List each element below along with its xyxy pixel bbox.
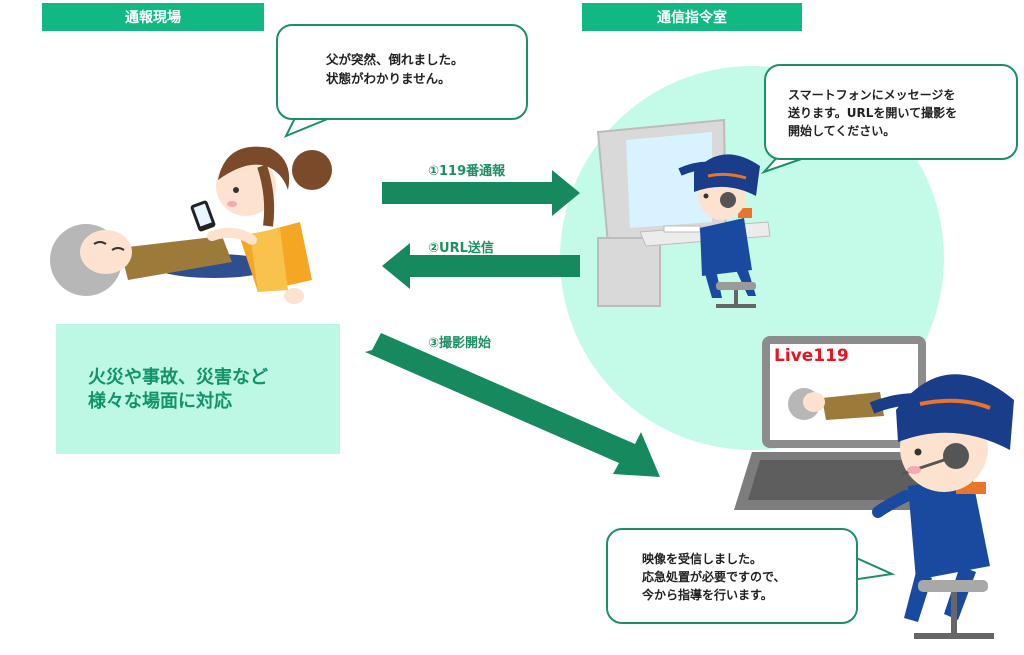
laptop-brand-label: Live119 [774, 346, 849, 366]
lying-father-figure [50, 224, 274, 296]
header-dispatch-label: 通信指令室 [657, 10, 727, 26]
arrow-label-recording: ③撮影開始 [428, 336, 492, 351]
arrow-url-send [382, 243, 580, 289]
operator-message: 映像を受信しました。 応急処置が必要ですので、 今から指導を行います。 [642, 552, 786, 602]
headset-icon [720, 192, 736, 208]
dispatcher-message: スマートフォンにメッセージを 送ります。URLを開いて撮影を 開始してください。 [788, 88, 958, 138]
speech-bubble-operator: 映像を受信しました。 応急処置が必要ですので、 今から指導を行います。 [606, 528, 858, 624]
operator-figure [869, 374, 1014, 639]
laptop-screen-patient [788, 388, 884, 420]
bubble-tail-operator [851, 554, 896, 582]
hair-bun [292, 150, 332, 190]
dispatcher-figure [678, 154, 760, 308]
header-scene: 通報現場 [42, 3, 264, 31]
arrow-start-recording [365, 333, 660, 477]
calling-woman-figure [190, 146, 332, 304]
caller-message: 父が突然、倒れました。 状態がわかりません。 [326, 52, 464, 86]
arrow-label-call: ①119番通報 [428, 164, 506, 179]
speech-bubble-dispatcher: スマートフォンにメッセージを 送ります。URLを開いて撮影を 開始してください。 [764, 64, 1018, 160]
arrow-label-url: ②URL送信 [428, 241, 494, 256]
header-scene-label: 通報現場 [125, 10, 181, 26]
speech-bubble-caller: 父が突然、倒れました。 状態がわかりません。 [276, 24, 528, 120]
arrow-call-119 [382, 170, 580, 216]
coverage-info-box: 火災や事故、災害など 様々な場面に対応 [56, 324, 340, 454]
header-dispatch-center: 通信指令室 [582, 3, 802, 31]
